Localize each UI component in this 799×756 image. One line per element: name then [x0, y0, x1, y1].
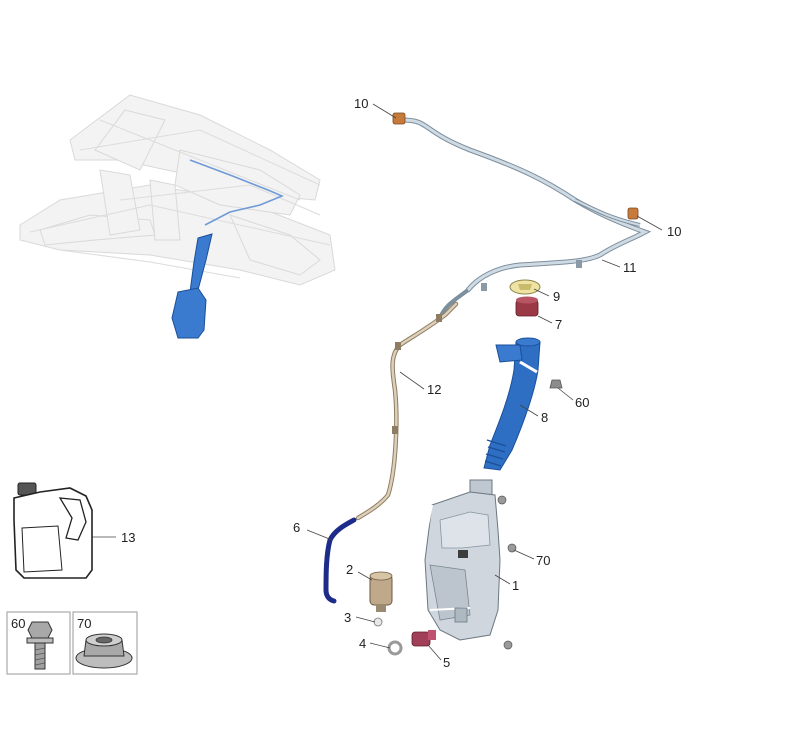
hose-11	[399, 117, 652, 319]
callout-9: 9	[553, 289, 560, 304]
pump-grommet-3	[373, 617, 383, 627]
thumbnail-70-label: 70	[77, 616, 91, 631]
washer-pump-2	[369, 571, 393, 612]
filler-cap-9	[509, 279, 541, 295]
hose-6	[323, 517, 357, 604]
callout-11: 11	[623, 260, 637, 275]
callout-12: 12	[427, 382, 441, 397]
callout-labels: 10 10 11 9 7 60 8 12 6 70 2 1 3 4 5 13	[121, 96, 681, 670]
bolt-icon	[26, 621, 54, 670]
callout-10-left: 10	[354, 96, 368, 111]
callout-60-exploded: 60	[575, 395, 589, 410]
flange-nut-icon	[75, 633, 133, 669]
thumbnail-60-label: 60	[11, 616, 25, 631]
nut-70	[497, 495, 517, 650]
bolt-60	[549, 379, 563, 389]
level-sensor-5	[411, 630, 436, 647]
thumbnail-bolt-60: 60	[6, 611, 71, 675]
callout-1: 1	[512, 578, 519, 593]
callout-13: 13	[121, 530, 135, 545]
callout-3: 3	[344, 610, 351, 625]
seal-7	[515, 296, 539, 317]
thumbnail-nut-70: 70	[72, 611, 138, 675]
callout-10-right: 10	[667, 224, 681, 239]
reservoir-1	[424, 479, 501, 641]
washer-nozzle-left	[392, 112, 406, 125]
fluid-jerrycan-icon	[13, 482, 93, 579]
callout-70-exploded: 70	[536, 553, 550, 568]
hose-12	[355, 301, 459, 521]
seal-ring-4	[387, 640, 403, 656]
washer-nozzle-right	[627, 207, 639, 220]
callout-7: 7	[555, 317, 562, 332]
callout-8: 8	[541, 410, 548, 425]
callout-4: 4	[359, 636, 366, 651]
callout-5: 5	[443, 655, 450, 670]
filler-neck-8	[483, 337, 541, 471]
callout-6: 6	[293, 520, 300, 535]
callout-2: 2	[346, 562, 353, 577]
leader-lines	[92, 103, 663, 661]
vehicle-front-overview-icon	[19, 94, 336, 339]
